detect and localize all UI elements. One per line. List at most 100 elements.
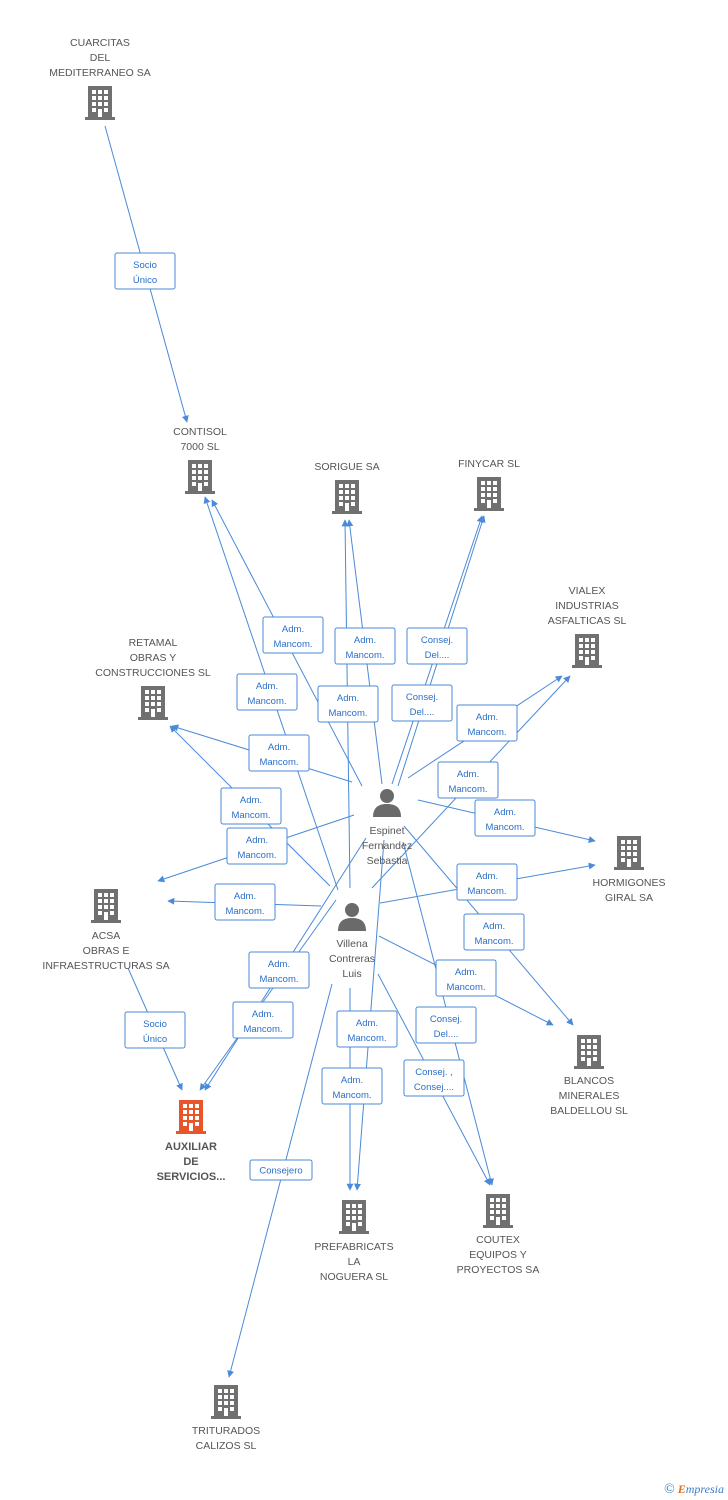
node-label: LA: [348, 1256, 361, 1268]
node-sorigue[interactable]: SORIGUE SA: [314, 461, 380, 514]
edge-label-espinet-to-blancos[interactable]: Adm.Mancom.: [463, 913, 525, 951]
edge-label-text: Mancom.: [467, 727, 506, 738]
building-icon: [91, 889, 121, 923]
edge-label-villena-to-prefabricats[interactable]: Adm.Mancom.: [321, 1067, 383, 1105]
node-label: BALDELLOU SL: [550, 1105, 628, 1117]
node-auxiliar[interactable]: AUXILIARDESERVICIOS...: [157, 1100, 226, 1183]
node-label: MEDITERRANEO SA: [49, 67, 151, 79]
edge-label-box: [220, 787, 282, 825]
node-label: PREFABRICATS: [314, 1241, 393, 1253]
node-label: 7000 SL: [180, 441, 219, 453]
edge-label-box: [262, 616, 324, 654]
building-icon: [185, 460, 215, 494]
node-finycar[interactable]: FINYCAR SL: [458, 458, 520, 511]
edge-label-text: Mancom.: [259, 757, 298, 768]
edge-label-espinet-to-finycar[interactable]: Consej.Del....: [391, 684, 453, 722]
edge-label-box: [124, 1011, 186, 1049]
edge-label-box: [336, 1010, 398, 1048]
edge-label-box: [456, 704, 518, 742]
node-label: MINERALES: [559, 1090, 620, 1102]
edge-label-text: Adm.: [354, 635, 376, 646]
edge-villena-to-auxiliar: [199, 899, 337, 1091]
node-label: INFRAESTRUCTURAS SA: [42, 960, 169, 972]
edge-label-text: Adm.: [246, 835, 268, 846]
edge-label-text: Consej.: [430, 1014, 462, 1025]
edge-label-espinet-to-prefabricats[interactable]: Adm.Mancom.: [336, 1010, 398, 1048]
node-label: TRITURADOS: [192, 1425, 260, 1437]
edge-label-text: Adm.: [341, 1075, 363, 1086]
edge-label-text: Adm.: [356, 1018, 378, 1029]
node-label: VIALEX: [569, 585, 606, 597]
edge-label-text: Mancom.: [467, 886, 506, 897]
node-label: HORMIGONES: [593, 877, 666, 889]
edge-label-espinet-to-retamal[interactable]: Adm. Mancom.: [248, 734, 310, 772]
edge-label-text: Mancom.: [474, 936, 513, 947]
edge-label-villena-to-acsa[interactable]: Adm.Mancom.: [214, 883, 276, 921]
edge-label-espinet-to-auxiliar[interactable]: Adm. Mancom.: [232, 1001, 294, 1039]
edge-label-text: Adm.: [240, 795, 262, 806]
edge-label-villena-to-triturados[interactable]: Consejero: [249, 1159, 313, 1181]
edge-label-villena-to-sorigue[interactable]: Adm. Mancom.: [317, 685, 379, 723]
edge-label-box: [248, 951, 310, 989]
edge-label-text: Socio: [143, 1019, 167, 1030]
edge-label-espinet-to-contisol[interactable]: Adm.Mancom.: [262, 616, 324, 654]
edge-label-text: Mancom.: [328, 708, 367, 719]
edge-label-villena-to-vialex[interactable]: Adm.Mancom.: [437, 761, 499, 799]
building-icon: [211, 1385, 241, 1419]
edge-label-text: Consejero: [259, 1166, 302, 1177]
edge-label-espinet-to-vialex[interactable]: Adm. Mancom.: [456, 704, 518, 742]
edge-label-text: Mancom.: [247, 696, 286, 707]
edge-label-espinet-to-sorigue[interactable]: Adm. Mancom.: [334, 627, 396, 665]
node-label: OBRAS Y: [130, 652, 177, 664]
node-label: CONSTRUCCIONES SL: [95, 667, 211, 679]
edge-label-box: [403, 1059, 465, 1097]
edge-label-villena-to-retamal[interactable]: Adm.Mancom.: [220, 787, 282, 825]
edge-label-text: Adm.: [268, 742, 290, 753]
node-label: Espinet: [369, 825, 404, 837]
node-label: Sebastia: [367, 855, 408, 867]
building-icon: [574, 1035, 604, 1069]
edge-label-box: [391, 684, 453, 722]
edge-label-text: Adm.: [282, 624, 304, 635]
edge-label-villena-to-contisol[interactable]: Adm.Mancom.: [236, 673, 298, 711]
brand-initial: E: [677, 1482, 686, 1496]
node-label: Villena: [336, 938, 367, 950]
edge-label-villena-to-coutex[interactable]: Consej. ,Consej....: [403, 1059, 465, 1097]
edge-label-box: [226, 827, 288, 865]
edge-label-box: [248, 734, 310, 772]
edge-label-text: Adm.: [476, 712, 498, 723]
edge-label-espinet-to-acsa[interactable]: Adm.Mancom.: [226, 827, 288, 865]
edge-label-villena-to-blancos[interactable]: Adm.Mancom.: [435, 959, 497, 997]
edge-label-text: Único: [143, 1034, 167, 1045]
edge-label-text: Adm.: [252, 1009, 274, 1020]
edge-label-text: Mancom.: [345, 650, 384, 661]
node-label: CUARCITAS: [70, 37, 130, 49]
edge-label-espinet-to-hormigones[interactable]: Adm.Mancom.: [474, 799, 536, 837]
edge-label-espinet-to-coutex[interactable]: Consej.Del....: [415, 1006, 477, 1044]
edge-label-villena-to-hormigones[interactable]: Adm.Mancom.: [456, 863, 518, 901]
edge-label-villena-to-auxiliar[interactable]: Adm.Mancom.: [248, 951, 310, 989]
edge-label-text: Adm.: [337, 693, 359, 704]
edge-label-box: [236, 673, 298, 711]
edge-label-espinet-to-finycar[interactable]: Consej.Del....: [406, 627, 468, 665]
edge-label-text: Mancom.: [243, 1024, 282, 1035]
edge-label-text: Adm.: [457, 769, 479, 780]
edge-label-text: Mancom.: [259, 974, 298, 985]
edge-label-text: Único: [133, 275, 157, 286]
node-label: EQUIPOS Y: [469, 1249, 527, 1261]
building-icon: [339, 1200, 369, 1234]
